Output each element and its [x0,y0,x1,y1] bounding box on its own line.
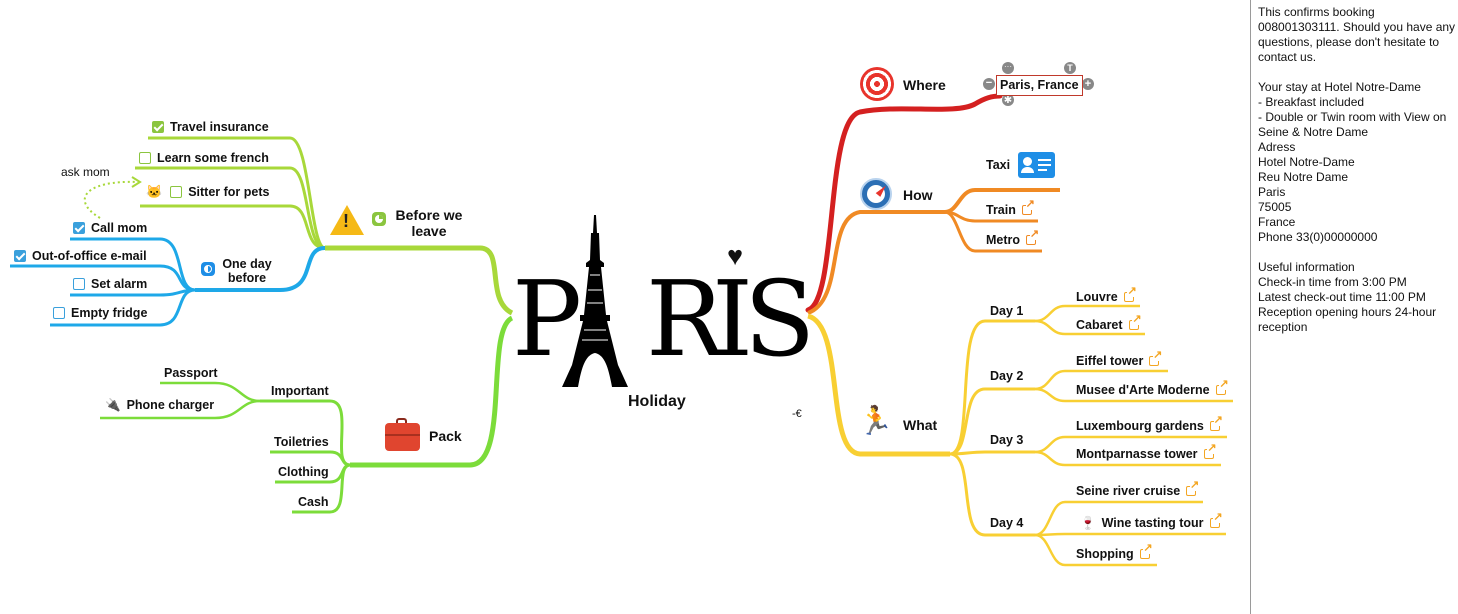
external-link-icon[interactable] [1123,286,1137,302]
topic-pack[interactable]: Pack [429,428,462,444]
mind-map-canvas[interactable]: P R I S ♥ Holiday -€ Where ··· T − + ✱ P… [0,0,1250,614]
todo-learn-french[interactable]: Learn some french [139,151,269,166]
topic-before-we-leave[interactable]: Before we leave [395,207,463,239]
text-format-icon[interactable]: T [1064,62,1076,74]
pack-passport[interactable]: Passport [164,366,218,380]
external-link-icon[interactable] [1021,199,1035,215]
day-1[interactable]: Day 1 [990,304,1024,318]
todo-out-of-office[interactable]: Out-of-office e-mail [14,249,147,264]
todo-call-mom[interactable]: Call mom [73,221,147,236]
checkbox-unchecked[interactable] [139,152,151,164]
contact-card-icon [1018,152,1055,178]
plug-icon: 🔌 [105,398,121,412]
heart-icon: ♥ [727,241,744,271]
checkbox-unchecked[interactable] [73,278,85,290]
external-link-icon[interactable] [1149,350,1163,366]
todo-travel-insurance[interactable]: Travel insurance [152,120,269,135]
half-circle-icon [201,262,215,276]
where-item-label: Paris, France [1000,78,1079,92]
cat-icon: 🐱 [146,184,163,199]
pack-clothing[interactable]: Clothing [278,465,329,479]
activity-eiffel-tower[interactable]: Eiffel tower [1076,350,1163,369]
pack-phone-charger[interactable]: 🔌Phone charger [105,398,215,412]
day-3[interactable]: Day 3 [990,433,1024,447]
how-item-train[interactable]: Train [986,199,1035,218]
todo-empty-fridge[interactable]: Empty fridge [53,306,147,321]
asterisk-icon[interactable]: ✱ [1002,94,1014,106]
checkbox-unchecked[interactable] [170,186,183,198]
activity-musee[interactable]: Musee d'Arte Moderne [1076,379,1229,398]
activity-montparnasse[interactable]: Montparnasse tower [1076,443,1217,462]
more-icon[interactable]: ··· [1002,62,1014,74]
activity-cabaret[interactable]: Cabaret [1076,314,1142,333]
pack-toiletries[interactable]: Toiletries [274,435,329,449]
external-link-icon[interactable] [1186,480,1200,496]
runner-icon: 🏃 [858,405,893,436]
relationship-label[interactable]: ask mom [61,165,110,179]
activity-luxembourg[interactable]: Luxembourg gardens [1076,415,1223,434]
external-link-icon[interactable] [1026,229,1040,245]
activity-shopping[interactable]: Shopping [1076,543,1153,562]
target-icon [860,67,894,101]
external-link-icon[interactable] [1128,314,1142,330]
external-link-icon[interactable] [1209,415,1223,431]
how-item-taxi[interactable]: Taxi [986,158,1011,172]
topic-how[interactable]: How [903,187,933,203]
branch-connectors [10,93,1233,567]
activity-seine-cruise[interactable]: Seine river cruise [1076,480,1200,499]
checkbox-unchecked[interactable] [53,307,65,319]
pack-important[interactable]: Important [271,384,329,398]
currency-hint[interactable]: -€ [792,408,802,420]
activity-wine-tasting[interactable]: 🍷Wine tasting tour [1080,512,1223,531]
external-link-icon[interactable] [1203,443,1217,459]
notes-text[interactable]: This confirms booking 008001303111. Shou… [1258,5,1456,334]
warning-icon [330,205,364,235]
topic-what[interactable]: What [903,417,938,433]
where-item-selected[interactable]: Paris, France [996,75,1083,96]
external-link-icon[interactable] [1215,379,1229,395]
eiffel-tower-icon [562,215,628,387]
external-link-icon[interactable] [1209,512,1223,528]
checkbox-checked[interactable] [73,222,85,234]
todo-sitter-pets[interactable]: 🐱Sitter for pets [146,184,270,199]
activity-louvre[interactable]: Louvre [1076,286,1137,305]
notes-panel[interactable]: This confirms booking 008001303111. Shou… [1250,0,1458,614]
checkbox-checked[interactable] [14,250,26,262]
warning-exclamation: ! [343,211,349,231]
collapse-icon[interactable]: − [983,78,995,90]
day-4[interactable]: Day 4 [990,516,1024,530]
checkbox-checked[interactable] [152,121,164,133]
how-item-metro[interactable]: Metro [986,229,1040,248]
pack-cash[interactable]: Cash [298,495,329,509]
where-selection-handles[interactable]: ··· T − + ✱ [982,62,1098,108]
compass-icon [860,178,892,210]
wine-glass-icon: 🍷 [1080,516,1096,530]
external-link-icon[interactable] [1139,543,1153,559]
topic-one-day-before[interactable]: One day before [222,257,272,285]
day-2[interactable]: Day 2 [990,369,1024,383]
add-child-icon[interactable]: + [1082,78,1094,90]
suitcase-icon [385,418,420,451]
progress-icon [372,212,386,226]
central-subtitle: Holiday [628,393,686,410]
topic-where[interactable]: Where [903,77,946,93]
todo-set-alarm[interactable]: Set alarm [73,277,147,292]
